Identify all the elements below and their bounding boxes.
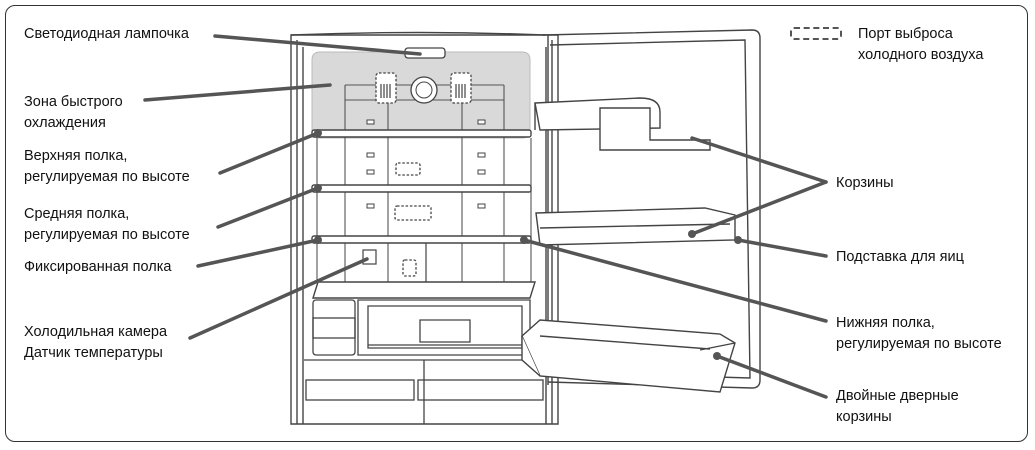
temperature-sensor (362, 249, 377, 265)
temperature-dial (410, 76, 438, 104)
shelves (311, 129, 532, 244)
label-middle-shelf: Средняя полка, регулируемая по высоте (24, 206, 190, 243)
leader-endpoints (314, 129, 742, 360)
label-double-door-baskets: Двойные дверные корзины (836, 388, 959, 425)
leader-baskets-lower (690, 180, 828, 236)
leader-egg-tray (736, 238, 828, 258)
label-chiller-sensor: Холодильная камера Датчик температуры (24, 324, 168, 361)
leader-baskets-upper (690, 136, 828, 184)
cold-air-ports (375, 72, 472, 277)
middle-door-basket (535, 207, 736, 246)
label-led-lamp: Светодиодная лампочка (24, 26, 189, 42)
crisper-drawers (304, 359, 546, 424)
leader-fixed-shelf (196, 238, 320, 268)
label-lower-shelf: Нижняя полка, регулируемая по высоте (836, 315, 1002, 352)
lower-door-basket (521, 319, 736, 393)
label-fixed-shelf: Фиксированная полка (24, 259, 172, 275)
leader-upper-shelf (218, 131, 320, 175)
label-egg-tray: Подставка для яиц (836, 249, 964, 265)
label-quick-cooling-zone: Зона быстрого охлаждения (24, 94, 123, 131)
leader-middle-shelf (216, 186, 320, 229)
leader-led-lamp (213, 34, 422, 56)
leader-lower-shelf (522, 238, 828, 323)
chiller-drawer (312, 299, 531, 356)
legend-dashed-box-icon (790, 27, 842, 40)
leader-lines (143, 34, 828, 399)
upper-door-basket (534, 97, 711, 151)
leader-chiller (188, 257, 369, 340)
label-legend-cold-air-port: Порт выброса холодного воздуха (858, 26, 984, 63)
fixed-shelf (312, 281, 536, 299)
diagram-frame (5, 5, 1028, 442)
leader-quick-cool (143, 83, 332, 102)
label-baskets: Корзины (836, 175, 894, 191)
label-upper-shelf: Верхняя полка, регулируемая по высоте (24, 148, 190, 185)
shelf-brackets (366, 119, 486, 209)
leader-double-baskets (715, 354, 828, 399)
